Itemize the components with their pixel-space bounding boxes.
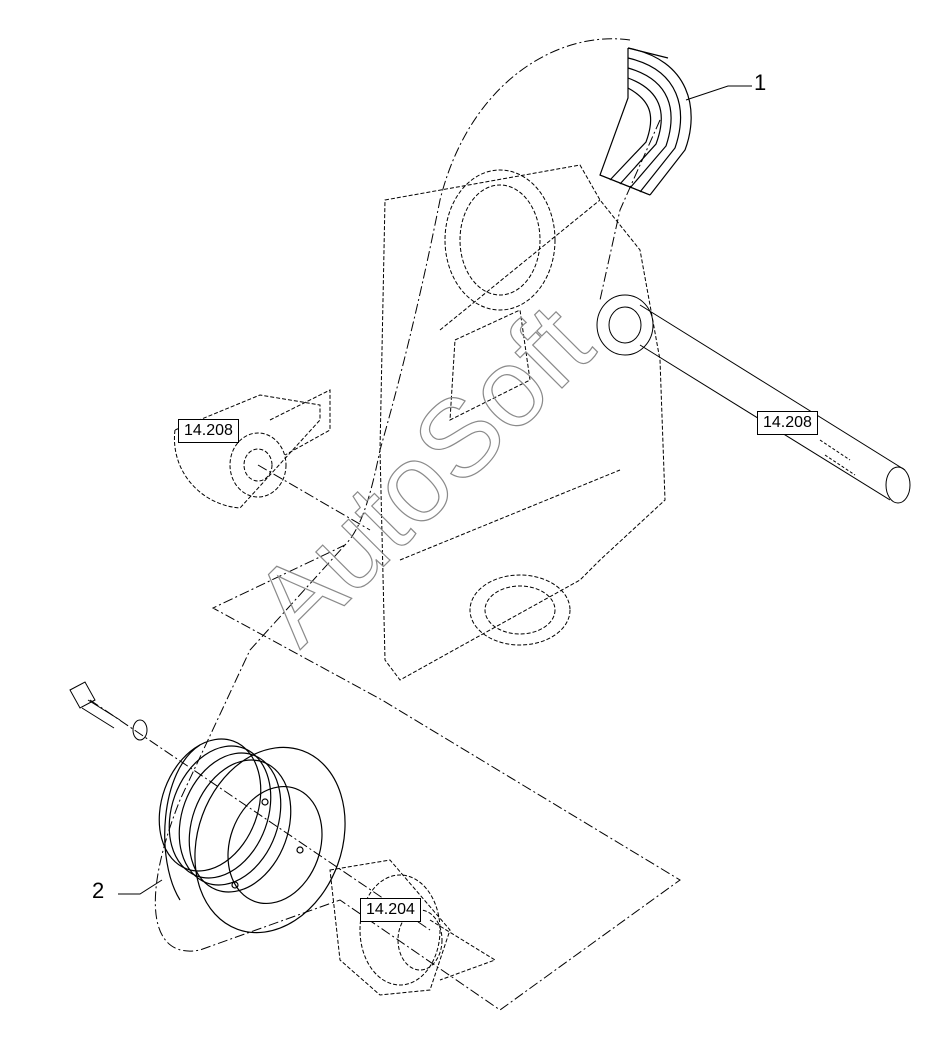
inner-pulley-lower (469, 574, 571, 646)
bolt (69, 681, 121, 729)
callout-leader-2 (118, 879, 163, 895)
drive-shaft (596, 294, 911, 504)
v-belt (599, 47, 692, 196)
bearing-block (173, 389, 331, 509)
ref-left-bearing[interactable]: 14.208 (178, 419, 239, 443)
bearing-axis (257, 464, 371, 531)
watermark-text: AutoSoft (230, 282, 615, 667)
hub-flange (329, 859, 497, 996)
callout-1: 1 (754, 70, 767, 95)
ref-bottom-hub[interactable]: 14.204 (360, 898, 421, 922)
callout-2: 2 (92, 878, 105, 903)
washer (132, 719, 148, 741)
callout-leader-1 (685, 85, 752, 101)
grooved-pulley (158, 738, 346, 934)
inner-pulley-upper (444, 169, 556, 311)
ref-right-shaft[interactable]: 14.208 (757, 411, 818, 435)
pulley-axis (89, 699, 431, 931)
watermark-logo: AutoSoft (229, 281, 616, 668)
belt-path-inner (599, 119, 661, 301)
housing-plate (379, 164, 666, 681)
